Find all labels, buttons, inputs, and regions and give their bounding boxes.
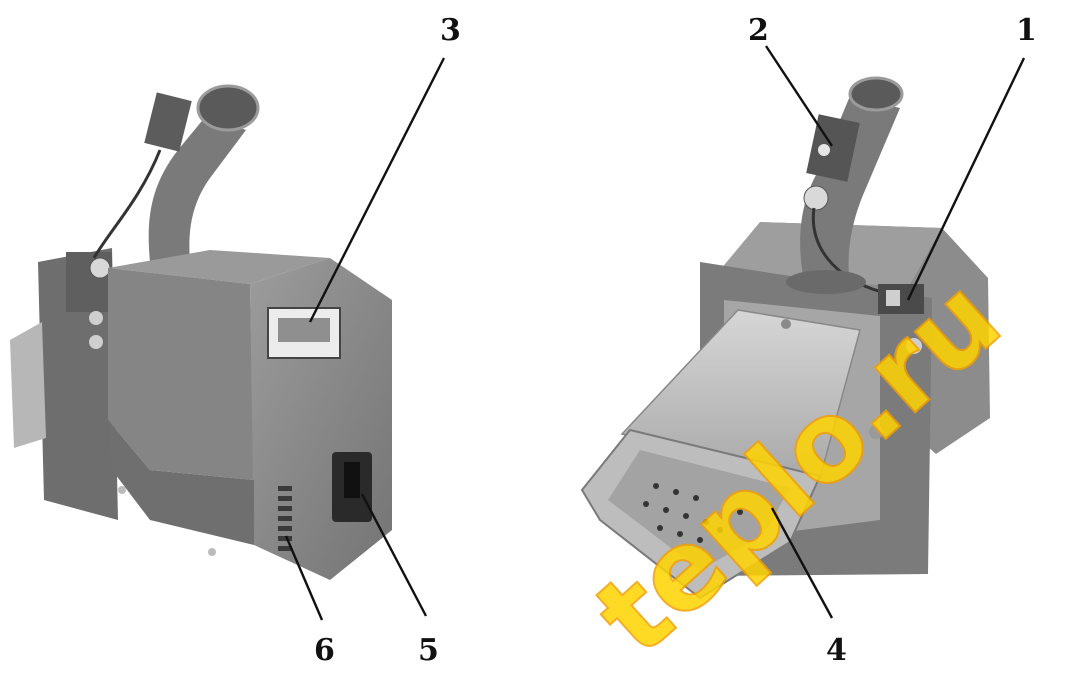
sensor-lens: [818, 144, 830, 156]
grate-holes: [643, 483, 743, 543]
burner-left-view: [10, 84, 392, 580]
callout-1: 1: [1016, 13, 1037, 48]
feed-pipe-opening-right: [848, 76, 904, 112]
connector-terminal: [886, 290, 900, 306]
side-bolt: [89, 311, 103, 325]
display-screen: [278, 318, 330, 342]
body-side-left: [108, 268, 254, 480]
callout-4: 4: [826, 633, 847, 668]
burner-right-view: [580, 76, 990, 600]
feed-pipe-right: [800, 96, 900, 286]
callout-3: 3: [440, 13, 461, 48]
cable-gland-right: [803, 185, 829, 211]
feed-pipe-opening: [196, 84, 260, 132]
side-bolt: [89, 335, 103, 349]
plate-bolt: [869, 425, 883, 439]
leader-line-6: [284, 535, 324, 621]
leader-line-5: [360, 493, 428, 617]
body-top-left: [108, 250, 330, 284]
connector-bolt: [906, 338, 922, 354]
ventilation-slots: [278, 486, 292, 551]
pipe-base-flange: [786, 270, 866, 294]
burner-grate-inner: [608, 450, 790, 570]
motor-box-left: [144, 92, 192, 152]
burner-tube-left: [10, 322, 46, 448]
body-base-left: [108, 420, 254, 545]
motor-box-right: [806, 114, 860, 182]
switch-knob: [344, 462, 360, 498]
cable-gland-left: [89, 257, 111, 279]
body-front-left: [250, 258, 392, 580]
leader-line-2: [764, 45, 834, 147]
callout-6: 6: [314, 633, 335, 668]
body-screw: [208, 548, 216, 556]
body-screw: [118, 486, 126, 494]
leader-line-4: [770, 507, 834, 619]
leader-line-1: [906, 57, 1026, 301]
callout-2: 2: [748, 13, 769, 48]
cable-left: [92, 149, 162, 259]
feed-pipe-left: [148, 116, 246, 262]
connector-block: [878, 284, 924, 314]
chute-bolt: [781, 319, 791, 329]
leader-line-3: [308, 57, 446, 323]
callout-5: 5: [418, 633, 439, 668]
